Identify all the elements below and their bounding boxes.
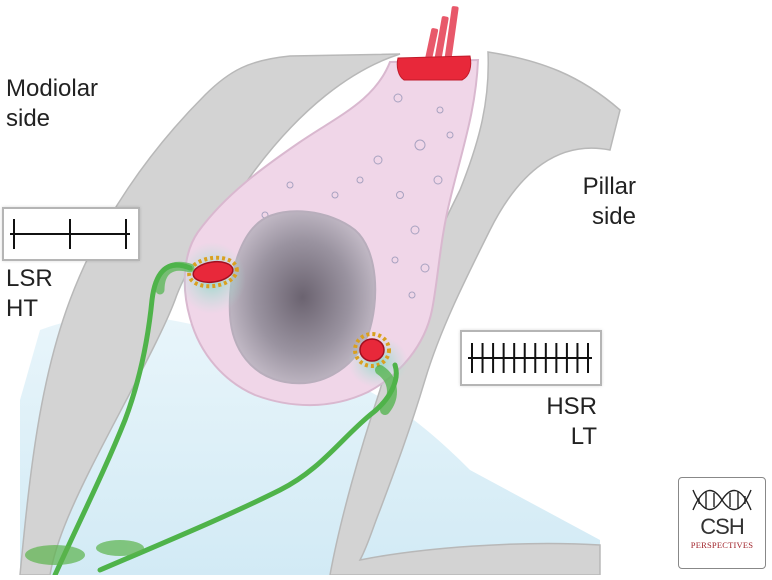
hsr-spike-plot [468, 343, 592, 373]
modiolar-line1: Modiolar [6, 75, 99, 102]
lsr-spike-train [2, 207, 140, 261]
hsr-nerve-fiber [97, 362, 399, 573]
cuticular-plate [396, 55, 472, 81]
lsr-line1: LSR [6, 265, 53, 292]
hsr-ribbon-synapse [353, 332, 391, 368]
nerve-terminals-bottom [25, 540, 144, 565]
supporting-cell-modiolar [19, 53, 401, 576]
dna-helix-icon [692, 489, 752, 511]
modiolar-side-label: Modiolar side [6, 74, 98, 134]
fluid-space [20, 315, 600, 575]
stereocilia [424, 6, 459, 63]
cytoplasm-vesicles [261, 93, 454, 299]
hsr-spike-train [460, 330, 602, 386]
lsr-spike-plot [10, 219, 130, 249]
modiolar-line2: side [6, 105, 51, 132]
lsr-ht-label: LSR HT [6, 264, 53, 324]
hsr-lt-label: HSR LT [541, 392, 597, 452]
pillar-line1: Pillar [582, 173, 636, 200]
pillar-side-label: Pillar side [583, 172, 636, 232]
hsr-line2: LT [570, 423, 597, 450]
hsr-line1: HSR [546, 393, 597, 420]
pillar-line2: side [591, 203, 636, 230]
lsr-nerve-fiber [52, 261, 195, 578]
lsr-ribbon-synapse [187, 255, 239, 289]
lsr-line2: HT [6, 295, 38, 322]
logo-perspectives-text: PERSPECTIVES [690, 540, 754, 550]
csh-perspectives-logo: CSH PERSPECTIVES [678, 477, 766, 569]
logo-csh-text: CSH [700, 514, 744, 539]
